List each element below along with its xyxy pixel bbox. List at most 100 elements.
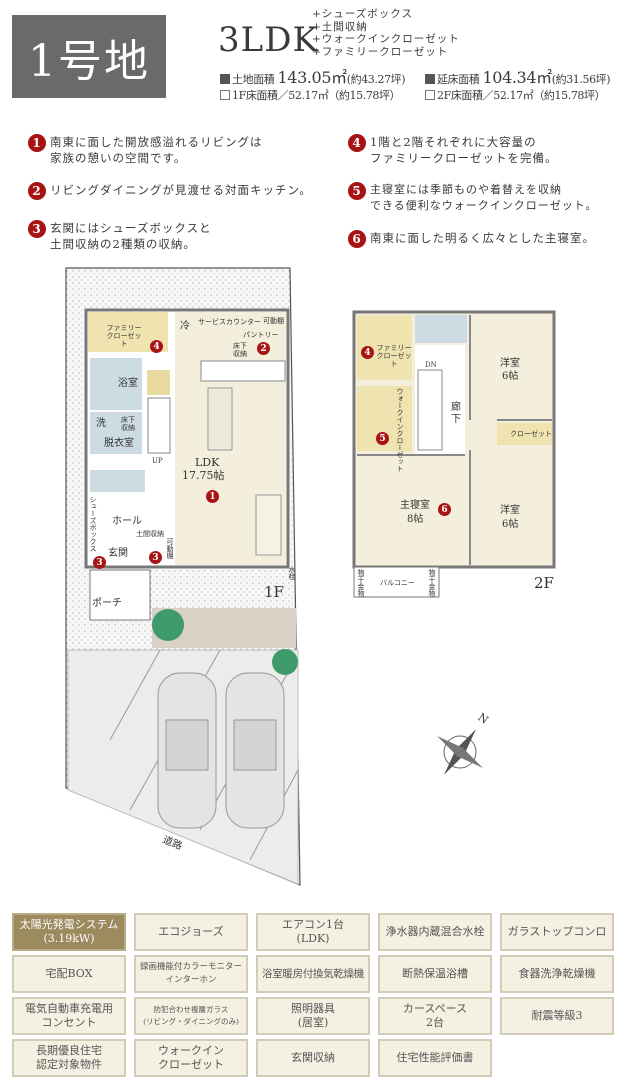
feature-tile: 防犯合わせ複層ガラス (リビング・ダイニングのみ): [134, 997, 248, 1035]
family-closet-label: ファミリークローゼット: [106, 324, 142, 348]
marker-5: 5: [376, 432, 389, 445]
feature-tile: 耐震等級3: [500, 997, 614, 1035]
feature-tile: エアコン1台 (LDK): [256, 913, 370, 951]
movable-shelf-label: 可動棚: [166, 538, 174, 559]
total-area-tsubo: (約31.56坪): [551, 73, 611, 86]
lot-number-badge: 1号地: [12, 15, 166, 98]
floor2-area-text: 2F床面積／52.17㎡（約15.78坪）: [437, 89, 606, 102]
shelf-label: 可動棚: [263, 317, 284, 325]
feature-tile: ガラストップコンロ: [500, 913, 614, 951]
marker-4: 4: [150, 340, 163, 353]
shoe-box-label: シューズボックス: [89, 496, 97, 552]
closet-label: クローゼット: [510, 430, 552, 438]
hall-label: ホール: [112, 516, 142, 527]
square-outline-icon: [220, 90, 230, 100]
point-text: 1階と2階それぞれに大容量の ファミリークローゼットを完備。: [370, 135, 558, 165]
tree-icon: [152, 609, 184, 641]
point-text: 玄関にはシューズボックスと 土間収納の2種類の収納。: [50, 221, 212, 251]
land-area-tsubo: (約43.27坪): [346, 73, 406, 86]
car-icon: [157, 672, 217, 829]
floor2-label: 2F: [534, 574, 554, 592]
floor1-area-text: 1F床面積／52.17㎡（約15.78坪）: [232, 89, 401, 102]
water-meter-label: 水栓: [288, 566, 296, 580]
walkin-closet-label: ウォークインクローゼット: [396, 388, 404, 472]
tree-icon: [272, 649, 298, 675]
feature-tile: 電気自動車充電用 コンセント: [12, 997, 126, 1035]
square-filled-icon: [220, 74, 230, 84]
service-counter-label: サービスカウンター: [198, 318, 261, 326]
point-number: 2: [28, 182, 46, 200]
feature-tile: 断熱保温浴槽: [378, 955, 492, 993]
room-label: 洋室: [500, 358, 520, 369]
floor-plan-drawing: [65, 267, 556, 886]
extra-item: +ウォークインクローゼット: [312, 33, 460, 45]
stairs-up-label: UP: [152, 457, 163, 465]
point-item: 2 リビングダイニングが見渡せる対面キッチン。: [28, 182, 328, 220]
entrance-label: 玄関: [108, 548, 128, 559]
balcony-label: バルコニー: [380, 579, 415, 587]
point-number: 3: [28, 220, 46, 238]
point-number: 6: [348, 230, 366, 248]
feature-tile: 照明器具 (居室): [256, 997, 370, 1035]
underfloor-storage-label: 床下収納: [233, 342, 247, 358]
pantry-label: パントリー: [243, 331, 279, 339]
marker-4: 4: [361, 346, 374, 359]
feature-tile: 録画機能付カラーモニター インターホン: [134, 955, 248, 993]
fridge-label: 冷: [180, 321, 190, 332]
dressing-room-label: 脱衣室: [104, 438, 134, 449]
feature-tile: 長期優良住宅 認定対象物件: [12, 1039, 126, 1077]
point-number: 5: [348, 182, 366, 200]
square-outline-icon: [425, 90, 435, 100]
porch-label: ポーチ: [92, 598, 122, 609]
point-text: リビングダイニングが見渡せる対面キッチン。: [50, 183, 312, 197]
underfloor-storage-label: 床下収納: [121, 416, 135, 432]
extra-item: +土間収納: [312, 20, 368, 33]
ldk-size: 17.75帖: [182, 469, 225, 482]
point-number: 1: [28, 134, 46, 152]
point-number: 4: [348, 134, 366, 152]
layout-type: 3LDK: [218, 20, 319, 60]
marker-3: 3: [149, 551, 162, 564]
feature-tile: 浴室暖房付換気乾燥機: [256, 955, 370, 993]
room-label: 洋室: [500, 505, 520, 516]
washer-label: 洗: [96, 418, 106, 429]
feature-tile: エコジョーズ: [134, 913, 248, 951]
land-area: 土地面積 143.05㎡(約43.27坪): [220, 64, 406, 88]
land-area-label: 土地面積: [232, 73, 275, 86]
room-size: 6帖: [502, 371, 519, 382]
master-bedroom-label: 主寝室: [400, 500, 430, 511]
feature-tile: ウォークイン クローゼット: [134, 1039, 248, 1077]
ldk-label: LDK: [195, 456, 220, 469]
family-closet-label: ファミリークローゼット: [376, 344, 412, 368]
square-filled-icon: [425, 74, 435, 84]
corridor-label: 廊下: [451, 402, 461, 425]
point-item: 6 南東に面した明るく広々とした主寝室。: [348, 230, 620, 248]
floor1-label: 1F: [264, 583, 284, 601]
car-icon: [225, 672, 285, 829]
feature-tile: 食器洗浄乾燥機: [500, 955, 614, 993]
total-floor-area: 延床面積 104.34㎡(約31.56坪): [425, 64, 611, 88]
floor2-area: 2F床面積／52.17㎡（約15.78坪）: [425, 87, 606, 103]
extra-item: +ファミリークローゼット: [312, 45, 449, 58]
marker-2: 2: [257, 342, 270, 355]
master-bedroom-size: 8帖: [407, 514, 424, 525]
total-area-label: 延床面積: [437, 73, 480, 86]
earth-storage-label: 土間収納: [136, 530, 164, 538]
extra-item: +シューズボックス: [312, 8, 413, 20]
room-size: 6帖: [502, 519, 519, 530]
layout-extras: +シューズボックス +土間収納 +ウォークインクローゼット +ファミリークローゼ…: [312, 8, 460, 58]
point-text: 主寝室には季節ものや着替えを収納 できる便利なウォークインクローゼット。: [370, 183, 598, 212]
feature-tile: 宅配BOX: [12, 955, 126, 993]
bathroom-label: 浴室: [118, 378, 138, 389]
point-text: 南東に面した明るく広々とした主寝室。: [370, 231, 595, 245]
hanger-label: 物干金物: [357, 569, 365, 597]
marker-3: 3: [93, 556, 106, 569]
balcony: [353, 566, 440, 598]
point-text: 南東に面した開放感溢れるリビングは 家族の憩いの空間です。: [50, 135, 263, 165]
feature-tile: 浄水器内蔵混合水栓: [378, 913, 492, 951]
feature-tile: 太陽光発電システム (3.19kW): [12, 913, 126, 951]
